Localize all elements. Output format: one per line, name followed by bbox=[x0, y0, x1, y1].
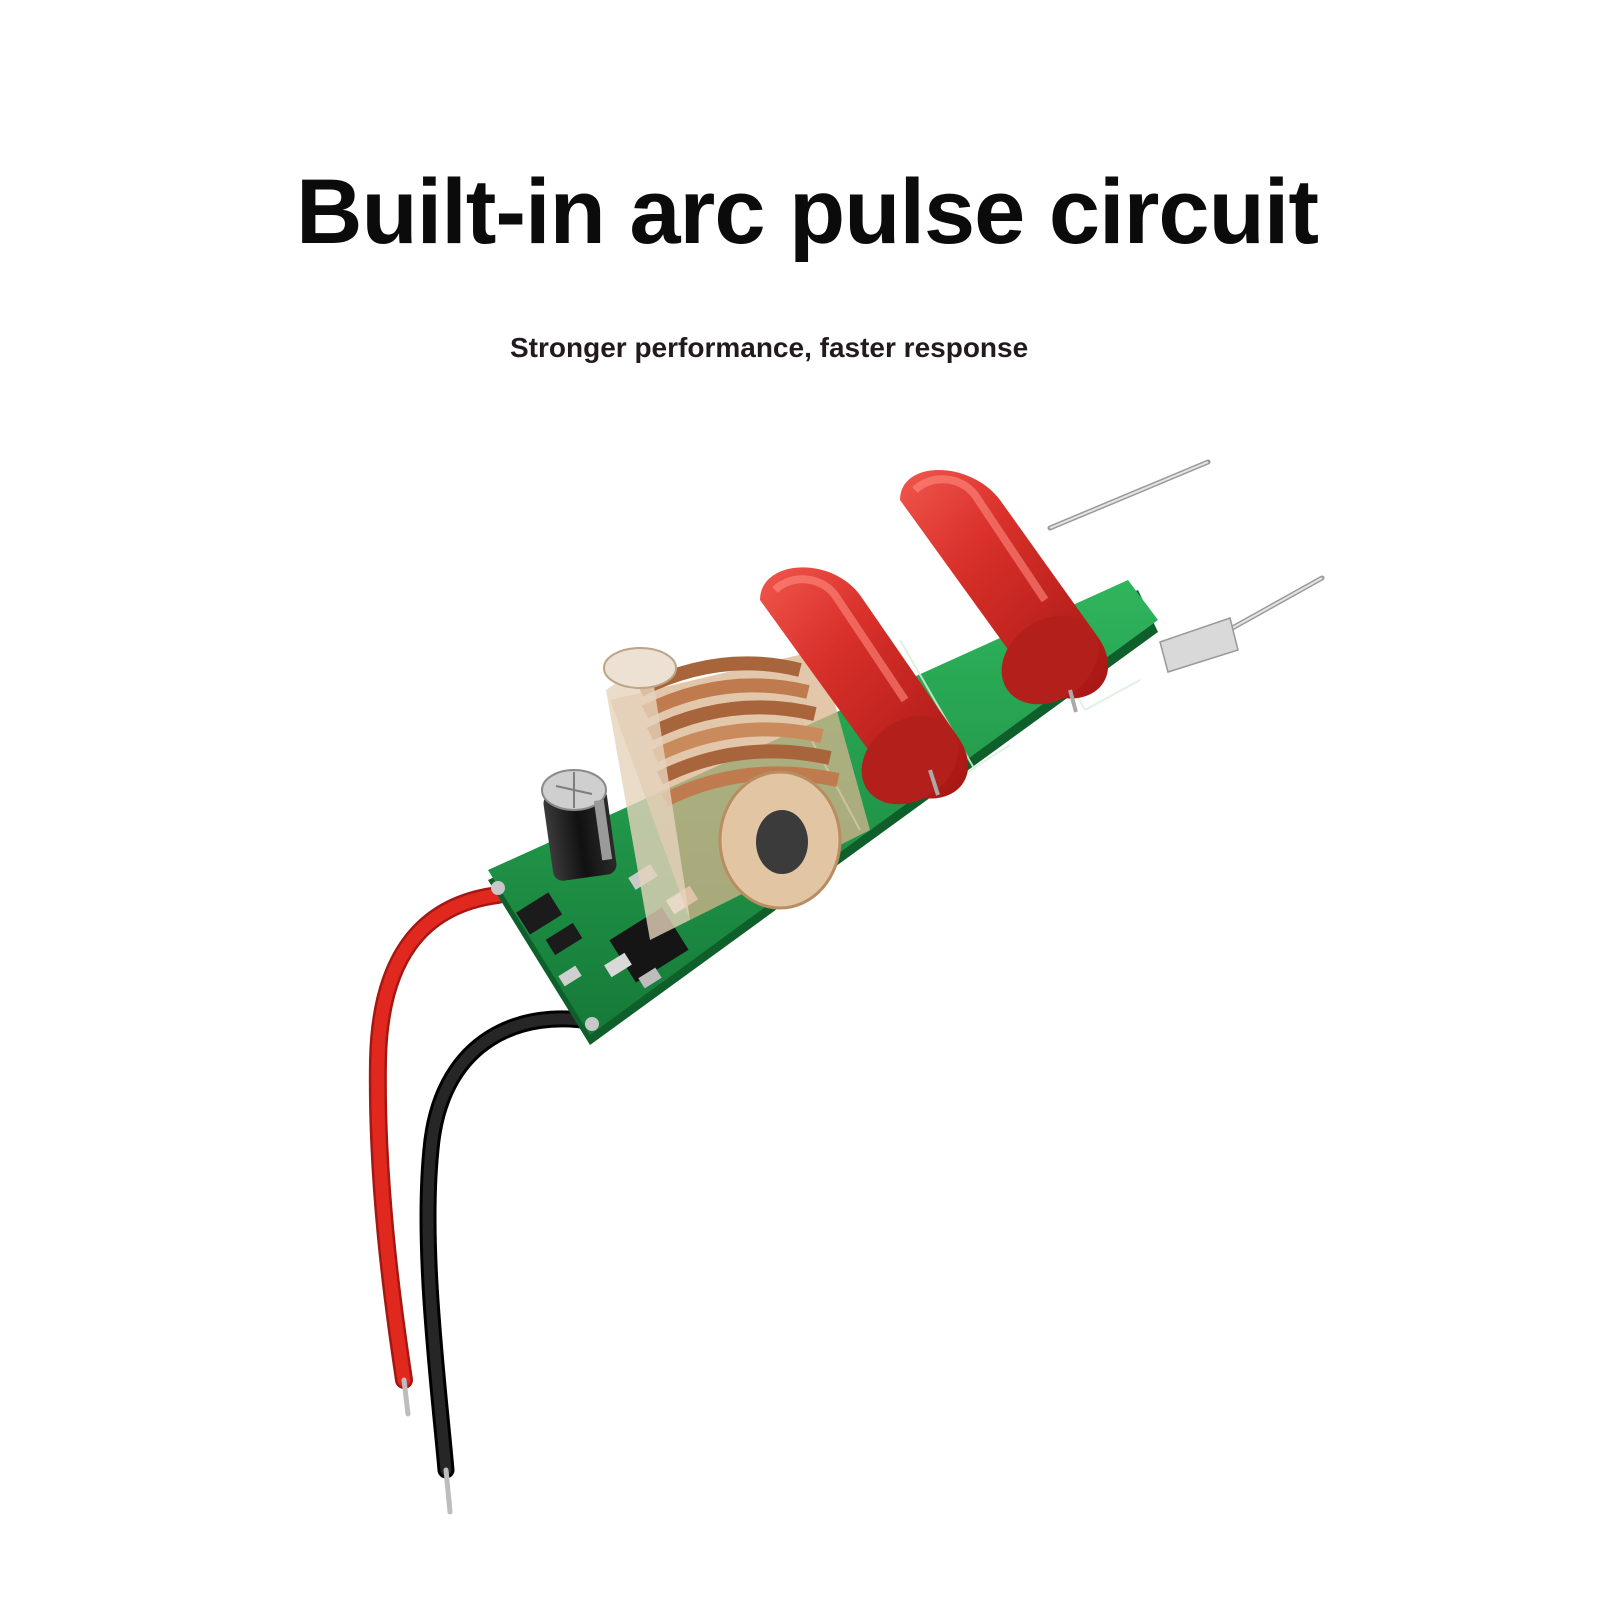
headline-subtitle: Stronger performance, faster response bbox=[510, 332, 1029, 363]
transformer-coil bbox=[603, 647, 870, 940]
electrolytic-capacitor bbox=[541, 769, 617, 881]
red-wire bbox=[368, 886, 507, 1417]
film-capacitor-right bbox=[900, 470, 1109, 713]
metal-pins bbox=[1047, 459, 1325, 673]
black-wire bbox=[419, 1010, 604, 1515]
film-capacitor-left bbox=[760, 567, 969, 805]
headline-title: Built-in arc pulse circuit bbox=[296, 161, 1319, 263]
